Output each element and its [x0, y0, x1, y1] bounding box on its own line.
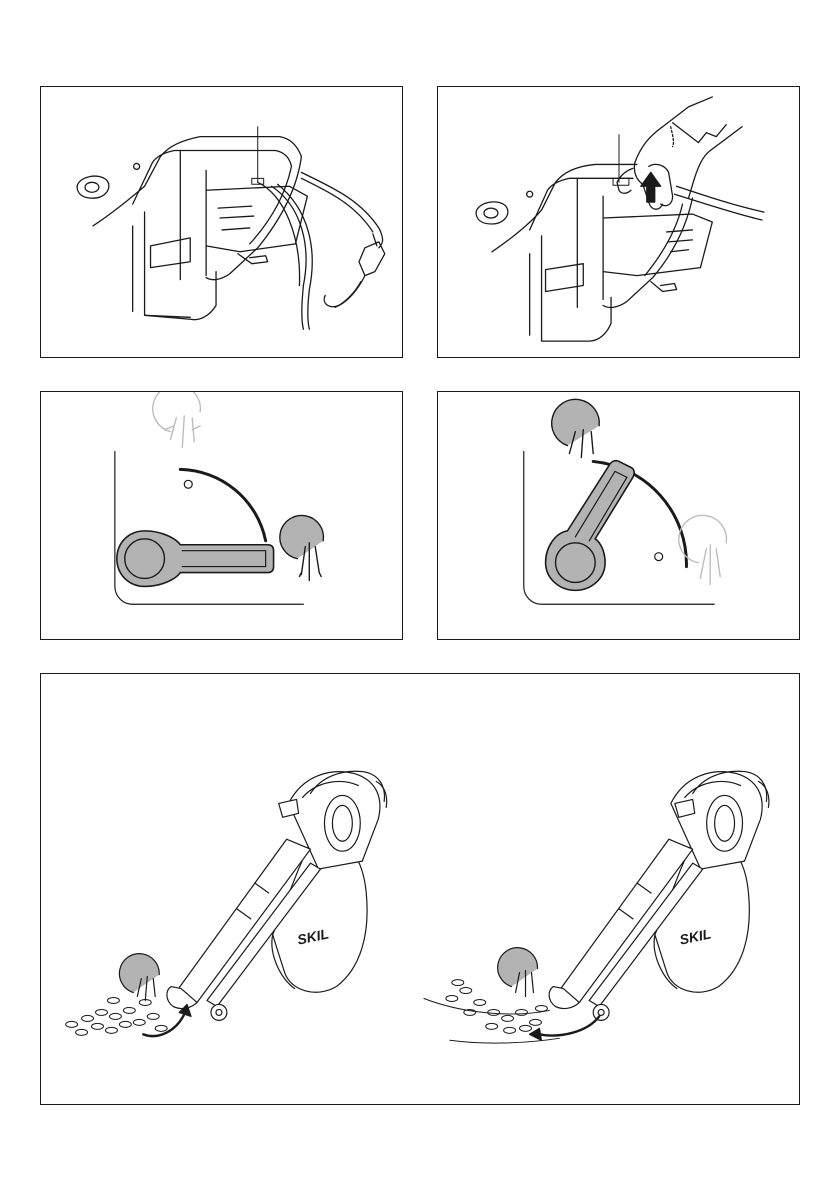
operation-drawing: SKIL	[41, 674, 799, 1104]
vacuum-mode-icon-faded	[153, 392, 201, 448]
figure-lever-vacuum-position	[437, 391, 800, 640]
blow-mode-icon	[498, 948, 538, 997]
knob-outline	[77, 176, 109, 198]
blower-vacuum-right: SKIL	[424, 771, 769, 1043]
leaves-left	[66, 997, 168, 1035]
cord-relief-drawing	[41, 87, 402, 357]
lever-vacuum-drawing	[438, 392, 799, 639]
blower-vacuum-left: SKIL	[66, 771, 387, 1036]
figure-cord-strain-relief	[40, 86, 403, 358]
cord-hook-drawing	[438, 87, 799, 357]
figure-operation-blow-vacuum: SKIL	[40, 673, 800, 1105]
vacuum-mode-icon	[119, 954, 159, 1001]
lever-blow-drawing	[41, 392, 402, 639]
figure-cord-hook-insert	[437, 86, 800, 358]
leaves-right	[446, 980, 548, 1034]
blow-mode-icon	[280, 515, 324, 580]
figure-lever-blow-position	[40, 391, 403, 640]
vacuum-mode-icon	[552, 399, 600, 457]
